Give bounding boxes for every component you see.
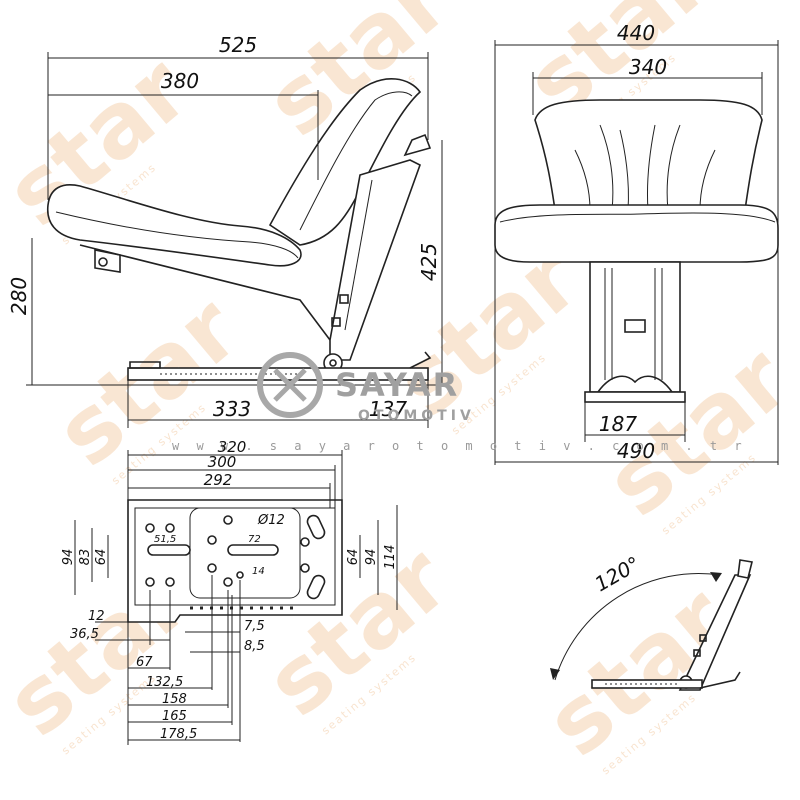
cushion-seam: [499, 212, 776, 223]
dim-label-14: 14: [252, 566, 265, 577]
dim-label-292: 292: [204, 471, 233, 489]
front-base: [584, 391, 686, 403]
dim-label-340: 340: [629, 55, 667, 79]
dim-label-187: 187: [599, 412, 637, 436]
center-slot: [227, 544, 279, 556]
dim-label-320: 320: [218, 438, 247, 456]
column-slot: [331, 317, 341, 327]
dim-label-165: 165: [162, 709, 187, 724]
tilt-slot: [693, 649, 701, 657]
dim-label-333: 333: [213, 397, 251, 421]
dim-label-440: 440: [617, 21, 655, 45]
suspension-column: [329, 159, 421, 361]
mount-hole: [145, 577, 155, 587]
seat-cushion-shape: [46, 184, 302, 267]
front-column: [589, 261, 681, 393]
dim-label-12: 12: [88, 609, 105, 624]
mount-hole: [145, 523, 155, 533]
rail-lever: [409, 351, 432, 369]
bracket-bolt: [98, 257, 108, 267]
base-plate-outline: [127, 499, 343, 623]
mount-hole: [223, 515, 233, 525]
column-top: [403, 133, 432, 157]
mount-hole: [300, 537, 310, 547]
backrest-rib: [599, 124, 614, 211]
rail-handle: [129, 361, 161, 369]
dim-label-94-left: 94: [61, 549, 76, 566]
tilt-lever: [699, 671, 741, 689]
tilt-column-top: [737, 559, 753, 579]
dim-label-94-right: 94: [364, 549, 379, 566]
logo-url: w w w . s a y a r o t o m o t i v . c o …: [172, 439, 747, 453]
base-plate-view: 320 300 292 Ø12 51,5 72 14 94 83 64 64: [61, 438, 398, 745]
dim-label-51-5: 51,5: [154, 534, 176, 545]
right-slot-top: [306, 514, 326, 540]
dim-label-83-left: 83: [78, 549, 93, 566]
dim-label-8-5: 8,5: [244, 639, 265, 654]
dim-label-137: 137: [369, 397, 407, 421]
tilt-slot: [699, 634, 707, 642]
dim-label-114-right: 114: [383, 545, 398, 570]
logo-emblem-mark: [273, 368, 307, 402]
pivot-bolt: [329, 359, 337, 367]
dim-label-132-5: 132,5: [146, 675, 183, 690]
cushion-seam: [55, 211, 299, 259]
dim-label-280: 280: [7, 277, 31, 315]
mount-hole: [207, 535, 217, 545]
column-foot: [597, 375, 673, 393]
backrest-rib: [666, 124, 681, 211]
dim-label-64-left: 64: [94, 549, 109, 566]
front-dimensions: 440 340 187 490: [494, 21, 779, 465]
dim-label-36-5: 36,5: [70, 627, 99, 642]
dim-label-7-5: 7,5: [244, 619, 265, 634]
mount-hole: [223, 577, 233, 587]
mount-hole: [165, 577, 175, 587]
mount-hole: [207, 563, 217, 573]
dim-label-425: 425: [417, 243, 441, 281]
logo-name: SAYAR: [335, 366, 459, 404]
dim-label-d12: Ø12: [257, 513, 285, 528]
dim-label-300: 300: [208, 453, 237, 471]
logo-emblem: [257, 352, 323, 418]
backrest-seam: [299, 91, 413, 231]
right-slot-bottom: [306, 574, 326, 600]
plate-cutout: [189, 507, 301, 599]
backrest-rib: [646, 124, 656, 211]
column-slot: [624, 319, 646, 333]
column-slot: [339, 294, 349, 304]
dim-label-158: 158: [162, 692, 187, 707]
logo-sub: OTOMOTIV: [358, 408, 475, 424]
front-view: 440 340 187 490: [494, 21, 779, 465]
front-cushion: [494, 204, 779, 263]
side-view: 525 380 425 280 333 137: [7, 33, 443, 428]
mount-hole: [300, 563, 310, 573]
dim-label-490: 490: [617, 439, 655, 463]
mount-hole: [236, 571, 244, 579]
column-edge: [344, 179, 373, 331]
left-slot: [147, 544, 191, 556]
arc-arrow-start: [550, 668, 560, 680]
dim-label-178-5: 178,5: [160, 727, 197, 742]
dim-label-525: 525: [219, 33, 257, 57]
tilt-angle-arc: [554, 572, 721, 681]
front-backrest: [534, 99, 763, 211]
side-dimensions: 525 380 425 280 333 137: [7, 33, 443, 428]
dim-label-380: 380: [161, 69, 199, 93]
base-plate-dimensions: 320 300 292 Ø12 51,5 72 14 94 83 64 64: [61, 438, 398, 745]
backrest-shape: [268, 78, 422, 246]
seat-frame: [79, 244, 331, 341]
backrest-rib: [619, 129, 629, 211]
dim-label-64-right: 64: [346, 549, 361, 566]
dim-label-72: 72: [248, 534, 261, 545]
frame-bracket: [94, 249, 121, 273]
brand-logo: SAYAR OTOMOTIV w w w . s a y a r o t o m…: [172, 352, 747, 453]
tilt-angle-label: 120°: [591, 551, 645, 596]
dim-label-67: 67: [136, 655, 153, 670]
arc-arrow-end: [710, 572, 722, 582]
mount-hole: [165, 523, 175, 533]
